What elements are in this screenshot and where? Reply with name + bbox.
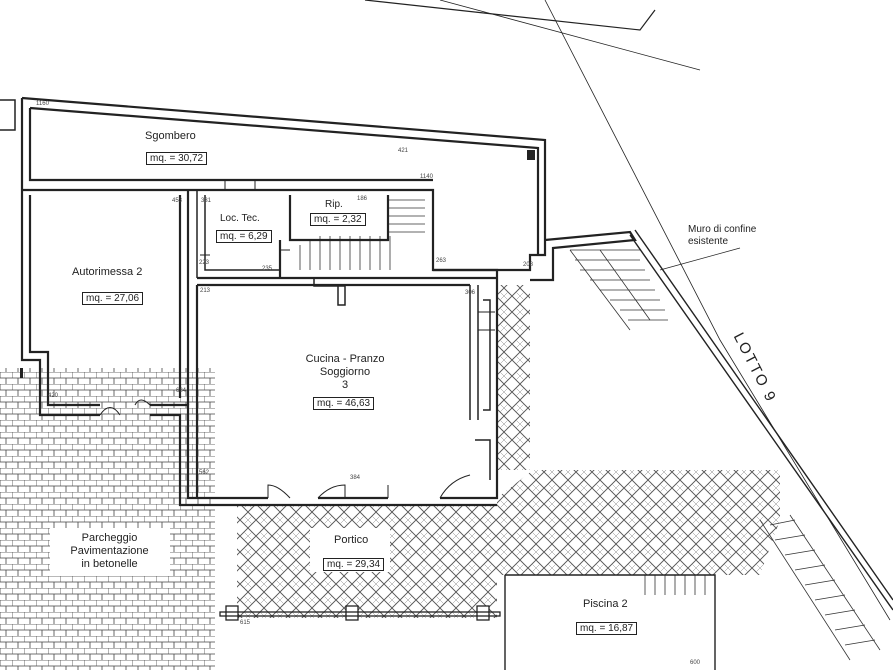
boundary-lines	[0, 0, 893, 621]
exterior-walls	[20, 96, 637, 507]
sgombero-area: mq. = 30,72	[146, 152, 208, 165]
parcheggio-label: Parcheggio Pavimentazione in betonelle	[52, 532, 167, 571]
portico-label: Portico	[334, 534, 369, 546]
cucina-area: mq. = 46,63	[313, 397, 375, 410]
muro-line1: Muro di confine	[688, 224, 757, 235]
piscina-area: mq. = 16,87	[576, 622, 638, 635]
dim-label: 421	[398, 148, 409, 154]
parking-paving	[0, 368, 215, 670]
dim-label: 615	[240, 620, 251, 626]
dim-label: 208	[523, 262, 534, 268]
stairs-main	[299, 199, 425, 270]
piscina-label: Piscina 2	[583, 598, 628, 610]
stairs-lower-right	[759, 514, 881, 661]
dim-label: 420	[48, 393, 59, 399]
dim-label: 1160	[36, 101, 49, 107]
cucina-label-line1: Cucina - Pranzo	[305, 353, 385, 365]
interior-walls	[196, 190, 491, 480]
portico-columns	[219, 605, 501, 621]
parcheggio-line1: Parcheggio	[81, 532, 138, 544]
autorimessa-label: Autorimessa 2	[72, 266, 143, 278]
rip-area: mq. = 2,32	[310, 213, 366, 226]
cucina-label-line3: 3	[341, 379, 349, 391]
cucina-label-line2: Soggiorno	[319, 366, 371, 378]
autorimessa-area: mq. = 27,06	[82, 292, 144, 305]
dim-label: 306	[465, 290, 476, 296]
parcheggio-label-bg	[50, 528, 170, 576]
dim-label: 384	[350, 475, 361, 481]
wall-markers	[20, 150, 535, 378]
doors	[99, 180, 495, 499]
dim-label: 223	[199, 260, 210, 266]
stairs-piscina	[644, 575, 706, 595]
dim-label: 186	[357, 196, 368, 202]
piscina-outline	[504, 574, 716, 670]
side-corridor-paving	[497, 285, 530, 470]
dim-label: 453	[172, 198, 183, 204]
dim-label: 562	[199, 470, 210, 476]
stairs-right	[569, 249, 668, 331]
parcheggio-line3: in betonelle	[81, 558, 138, 570]
muro-confine-label: Muro di confine esistente	[688, 224, 756, 248]
dim-label: 235	[262, 266, 273, 272]
sgombero-label: Sgombero	[145, 130, 196, 142]
dim-label: 684	[176, 388, 187, 394]
parcheggio-line2: Pavimentazione	[70, 545, 149, 557]
dim-label: 600	[690, 660, 701, 666]
rip-label: Rip.	[325, 199, 343, 210]
dim-label: 213	[200, 288, 211, 294]
muro-line2: esistente	[688, 236, 729, 247]
loc-tec-area: mq. = 6,29	[216, 230, 272, 243]
dim-label: 263	[436, 258, 447, 264]
dim-label: 331	[201, 198, 212, 204]
parking-paving-upper	[20, 415, 180, 455]
cucina-label: Cucina - Pranzo Soggiorno 3	[290, 353, 400, 392]
portico-area: mq. = 29,34	[323, 558, 385, 571]
dim-label: 1140	[420, 174, 433, 180]
portico-paving	[237, 470, 780, 618]
loc-tec-label: Loc. Tec.	[220, 213, 260, 224]
